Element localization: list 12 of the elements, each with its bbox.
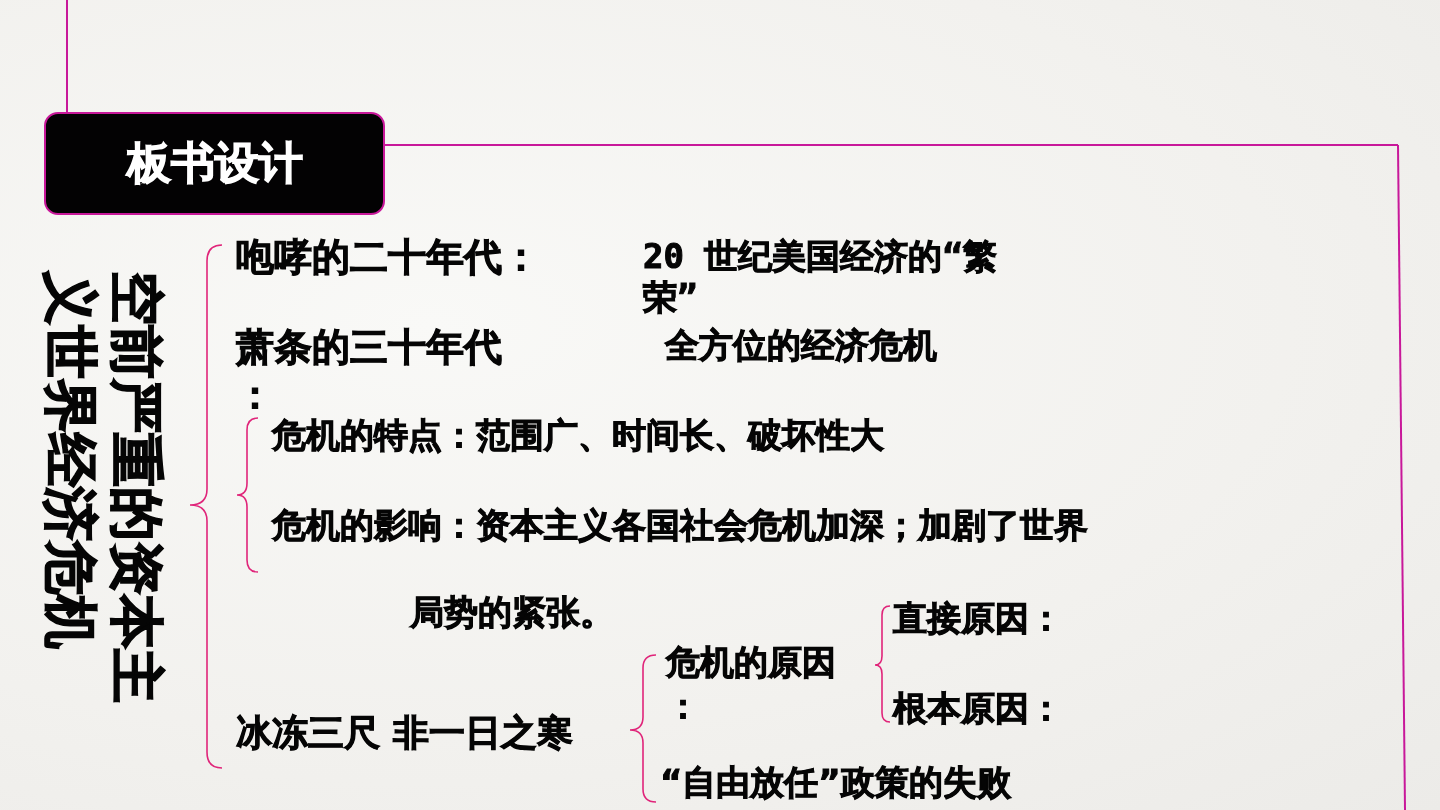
note-text: 20 世纪美国经济的“繁荣”: [643, 236, 998, 318]
note-text: 全方位的经济危机: [665, 324, 937, 367]
point-text: 危机的原因：: [666, 641, 837, 728]
cause-text: 直接原因：: [893, 597, 1063, 640]
point-text: 局势的紧张。: [410, 591, 614, 634]
heading-banner: 板书设计: [44, 112, 385, 215]
section-heading: 冰冻三尺 非一日之寒: [236, 711, 573, 755]
point-text: 危机的影响：资本主义各国社会危机加深；加剧了世界: [272, 504, 1088, 547]
point-text: “自由放任”政策的失败: [660, 761, 1011, 804]
cause-text: 根本原因：: [893, 687, 1063, 730]
main-topic-heading: 空前严重的资本主义世界经济危机: [38, 271, 169, 706]
section-heading: 咆哮的二十年代：: [236, 234, 540, 281]
